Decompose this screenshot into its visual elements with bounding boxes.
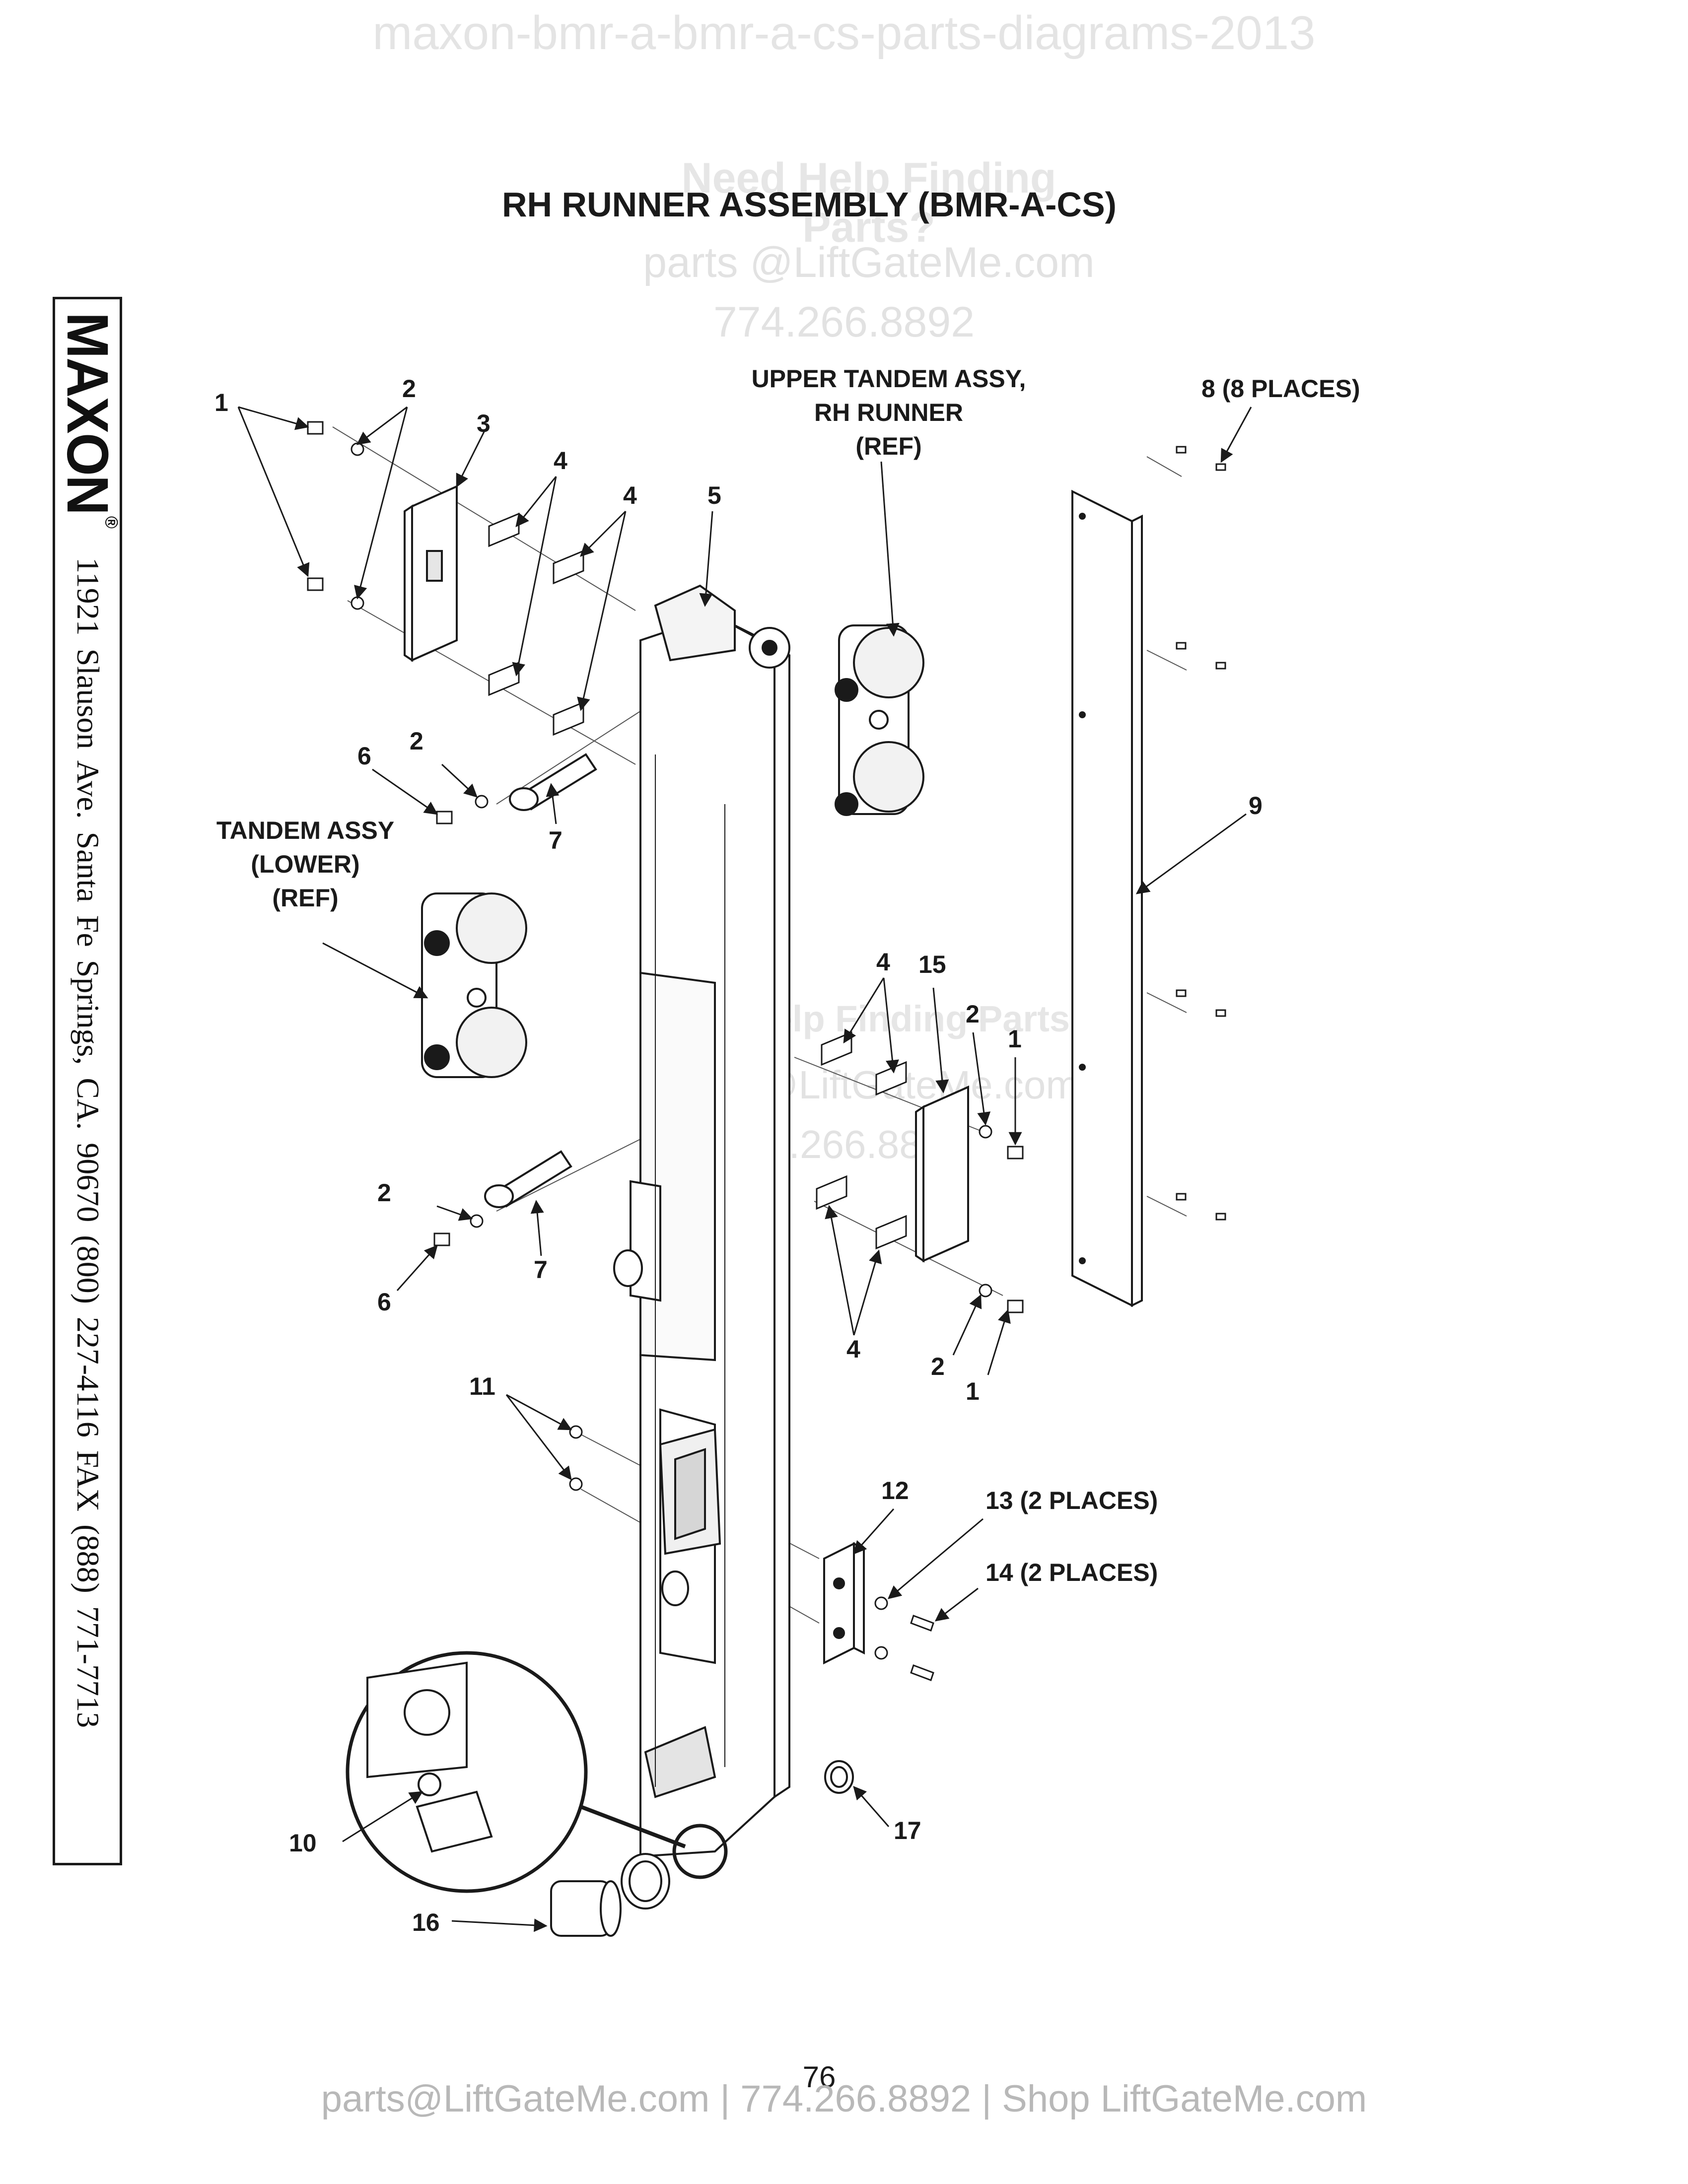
- callout-17: 17: [894, 1817, 921, 1844]
- sidebar-contact-box: MAXON® 11921 Slauson Ave. Santa Fe Sprin…: [53, 297, 122, 1865]
- callout-2-mid: 2: [410, 727, 423, 755]
- detail-view-10: [346, 1651, 728, 1893]
- plate-screws-8: [1176, 446, 1226, 1221]
- label-lower-tandem-line2: (LOWER): [251, 850, 359, 878]
- label-upper-tandem-line1: UPPER TANDEM ASSY,: [752, 365, 1026, 393]
- label-upper-tandem-line3: (REF): [855, 432, 921, 460]
- bracket-15: [915, 1085, 969, 1263]
- callout-7-lower: 7: [534, 1256, 548, 1284]
- callout-10: 10: [289, 1829, 317, 1857]
- callout-2-lower: 2: [377, 1179, 391, 1207]
- block-12: [823, 1542, 865, 1665]
- lower-tandem-assembly: [421, 892, 527, 1078]
- callout-1-right: 1: [1008, 1025, 1022, 1053]
- label-lower-tandem-line3: (REF): [272, 884, 338, 912]
- callout-3: 3: [477, 410, 491, 437]
- callout-2-right: 2: [966, 1000, 980, 1028]
- page-number: 76: [802, 2060, 836, 2094]
- callout-4-lower-b: 4: [846, 1335, 860, 1363]
- page-title: RH RUNNER ASSEMBLY (BMR-A-CS): [502, 185, 1117, 224]
- bushing-17: [824, 1760, 854, 1794]
- callout-9: 9: [1249, 792, 1263, 819]
- callout-4-lower-a: 4: [876, 948, 890, 976]
- callout-4-upper-a: 4: [554, 447, 567, 475]
- callout-12: 12: [881, 1477, 909, 1504]
- callout-6-upper: 6: [357, 742, 371, 770]
- label-lower-tandem-line1: TANDEM ASSY: [216, 817, 394, 844]
- callout-8: 8 (8 PLACES): [1201, 375, 1360, 403]
- screws-14: [910, 1615, 934, 1681]
- upper-tandem-assembly: [835, 624, 924, 816]
- callout-16: 16: [412, 1909, 440, 1936]
- callout-5: 5: [707, 481, 721, 509]
- callouts: [237, 406, 1252, 1932]
- callout-15: 15: [918, 951, 946, 978]
- callout-11: 11: [469, 1372, 495, 1400]
- bushing-tube: [621, 1853, 670, 1910]
- footer-contact: parts@LiftGateMe.com | 774.266.8892 | Sh…: [321, 2078, 1367, 2120]
- callout-6-lower: 6: [377, 1288, 391, 1316]
- label-upper-tandem-line2: RH RUNNER: [814, 399, 963, 426]
- shims-4-upper: [488, 512, 584, 736]
- callout-4-upper-b: 4: [623, 481, 637, 509]
- bracket-3: [404, 484, 458, 662]
- wear-plate-9: [1071, 489, 1143, 1307]
- watermark-email: parts @LiftGateMe.com: [643, 239, 1095, 286]
- runner-body: [613, 584, 790, 1858]
- callout-7-upper: 7: [549, 826, 563, 854]
- watermark-phone: 774.266.8892: [713, 298, 975, 346]
- callout-1-bottom: 1: [966, 1377, 980, 1405]
- callout-1-upper: 1: [214, 389, 228, 416]
- watermark-top: maxon-bmr-a-bmr-a-cs-parts-diagrams-2013: [372, 6, 1316, 60]
- callout-2-upper: 2: [402, 375, 416, 403]
- washers-13: [874, 1596, 888, 1660]
- watermark-help: Need Help Finding Parts?: [681, 154, 1056, 251]
- pins-7: [484, 753, 597, 1208]
- callout-13: 13 (2 PLACES): [985, 1487, 1158, 1514]
- callout-14: 14 (2 PLACES): [985, 1559, 1158, 1586]
- callout-2-bottom: 2: [931, 1353, 945, 1380]
- bushing-16: [550, 1880, 622, 1937]
